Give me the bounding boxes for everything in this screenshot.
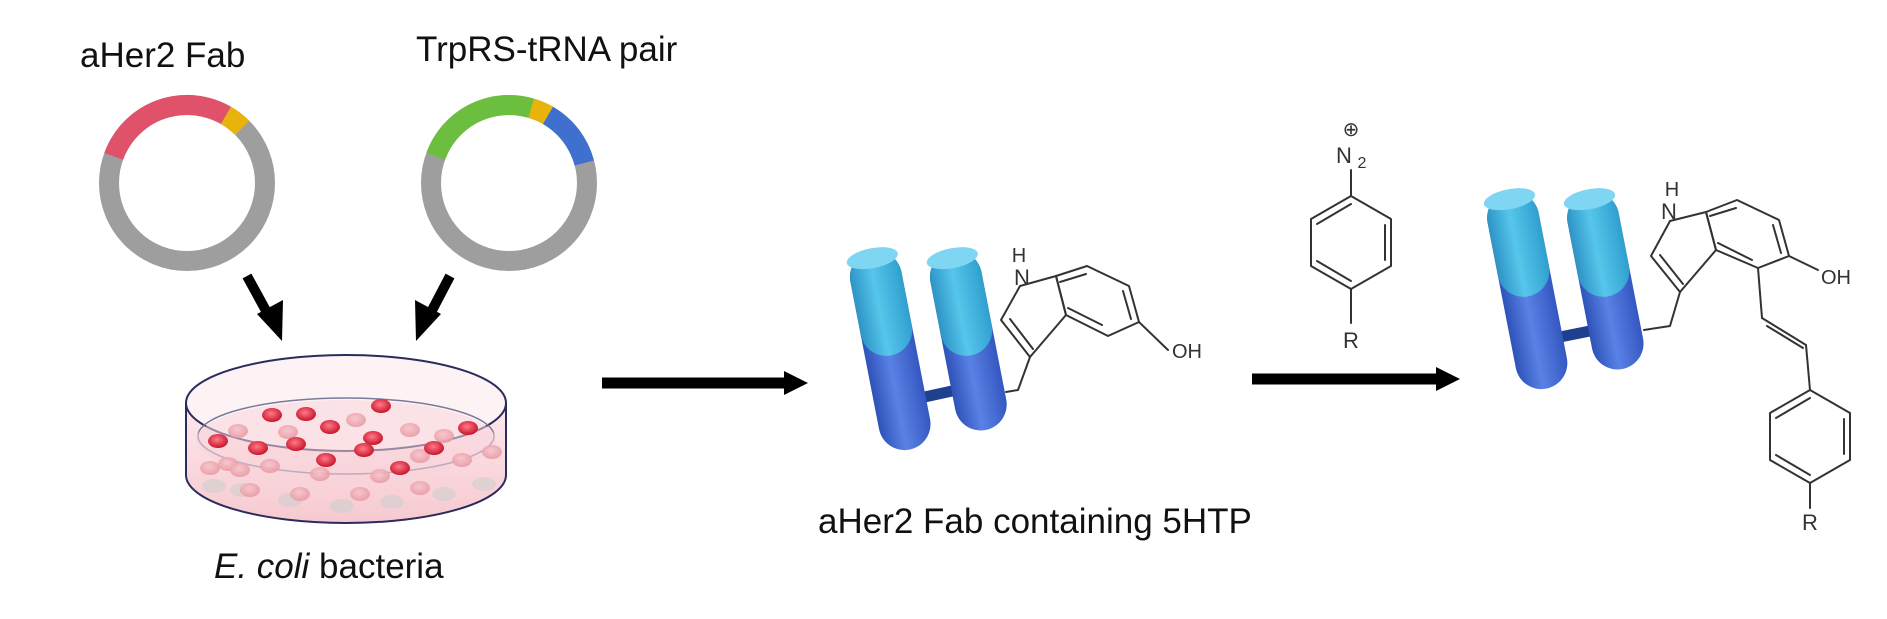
diazonium-charge-label: ⊕ bbox=[1343, 119, 1360, 141]
colony bbox=[262, 408, 282, 422]
5htp-structure bbox=[1000, 265, 1169, 393]
colony-pale bbox=[260, 459, 280, 473]
bacteria-label-rest: bacteria bbox=[309, 547, 444, 586]
colony-pale bbox=[230, 463, 250, 477]
petri-dish bbox=[185, 354, 507, 524]
colony bbox=[316, 453, 336, 467]
plasmid-trprs-yellow-segment bbox=[528, 98, 553, 125]
arrow-to-fab bbox=[602, 371, 808, 395]
fab-antibody-conjugate bbox=[1483, 188, 1644, 390]
reagent-r-label: R bbox=[1343, 328, 1359, 353]
diazonium-n-label: N bbox=[1336, 143, 1352, 168]
colony-pale bbox=[228, 424, 248, 438]
5htp-nh-h: H bbox=[1012, 245, 1026, 267]
diazonium-subscript: 2 bbox=[1358, 155, 1367, 172]
aryldiazonium-reagent bbox=[1310, 169, 1392, 324]
colony-pale bbox=[310, 467, 330, 481]
colony-pale bbox=[452, 453, 472, 467]
colony bbox=[208, 434, 228, 448]
plasmid-trprs-green-segment bbox=[426, 94, 535, 161]
colony bbox=[354, 443, 374, 457]
colony bbox=[248, 441, 268, 455]
plasmid-fab-marker-segment bbox=[220, 106, 250, 136]
5htp-oh-label: OH bbox=[1172, 341, 1202, 363]
colony-pale bbox=[350, 487, 370, 501]
colony-pale bbox=[400, 423, 420, 437]
arrow-trprs-to-dish bbox=[415, 273, 455, 341]
fab-5htp-label: aHer2 Fab containing 5HTP bbox=[818, 502, 1252, 541]
bacteria-label: E. coli bacteria bbox=[214, 547, 444, 587]
colony-pale bbox=[482, 445, 502, 459]
plasmid-trprs bbox=[421, 94, 597, 271]
colony bbox=[320, 420, 340, 434]
colony-pale bbox=[434, 429, 454, 443]
colony-pale bbox=[290, 487, 310, 501]
arrow-fab-to-dish bbox=[242, 273, 283, 341]
colony bbox=[424, 441, 444, 455]
colony bbox=[363, 431, 383, 445]
colony-shadow bbox=[202, 479, 226, 493]
conjugate-nh-h: H bbox=[1665, 179, 1679, 201]
colony-shadow bbox=[330, 499, 354, 513]
colony-shadow bbox=[432, 487, 456, 501]
plasmid-trprs-label: TrpRS-tRNA pair bbox=[416, 30, 678, 69]
plasmid-trprs-blue-segment bbox=[542, 106, 594, 166]
colony-pale bbox=[410, 449, 430, 463]
chem-labels: H N OH ⊕ N 2 R H N OH R bbox=[1012, 119, 1851, 535]
colony-pale bbox=[346, 413, 366, 427]
5htp-nh-n: N bbox=[1014, 265, 1030, 290]
fab-antibody-5htp bbox=[846, 247, 1007, 451]
plasmid-fab-label: aHer2 Fab bbox=[80, 36, 246, 75]
colony-pale bbox=[278, 425, 298, 439]
plasmid-fab bbox=[99, 94, 275, 271]
colony bbox=[390, 461, 410, 475]
colony-shadow bbox=[380, 495, 404, 509]
colony bbox=[458, 421, 478, 435]
conjugate-nh-n: N bbox=[1661, 199, 1677, 224]
colony bbox=[371, 399, 391, 413]
colony-pale bbox=[200, 461, 220, 475]
arrow-to-conjugate bbox=[1252, 367, 1460, 391]
conjugate-r-label: R bbox=[1802, 510, 1818, 535]
plasmid-fab-gene-segment bbox=[104, 94, 231, 161]
colony-shadow bbox=[472, 477, 496, 491]
colony bbox=[286, 437, 306, 451]
bacteria-species-name: E. coli bbox=[214, 547, 310, 586]
conjugate-oh-label: OH bbox=[1821, 267, 1851, 289]
colonies bbox=[200, 399, 502, 513]
colony-pale bbox=[410, 481, 430, 495]
colony-pale bbox=[240, 483, 260, 497]
colony-pale bbox=[370, 469, 390, 483]
conjugate-structure bbox=[1643, 199, 1851, 509]
colony bbox=[296, 407, 316, 421]
